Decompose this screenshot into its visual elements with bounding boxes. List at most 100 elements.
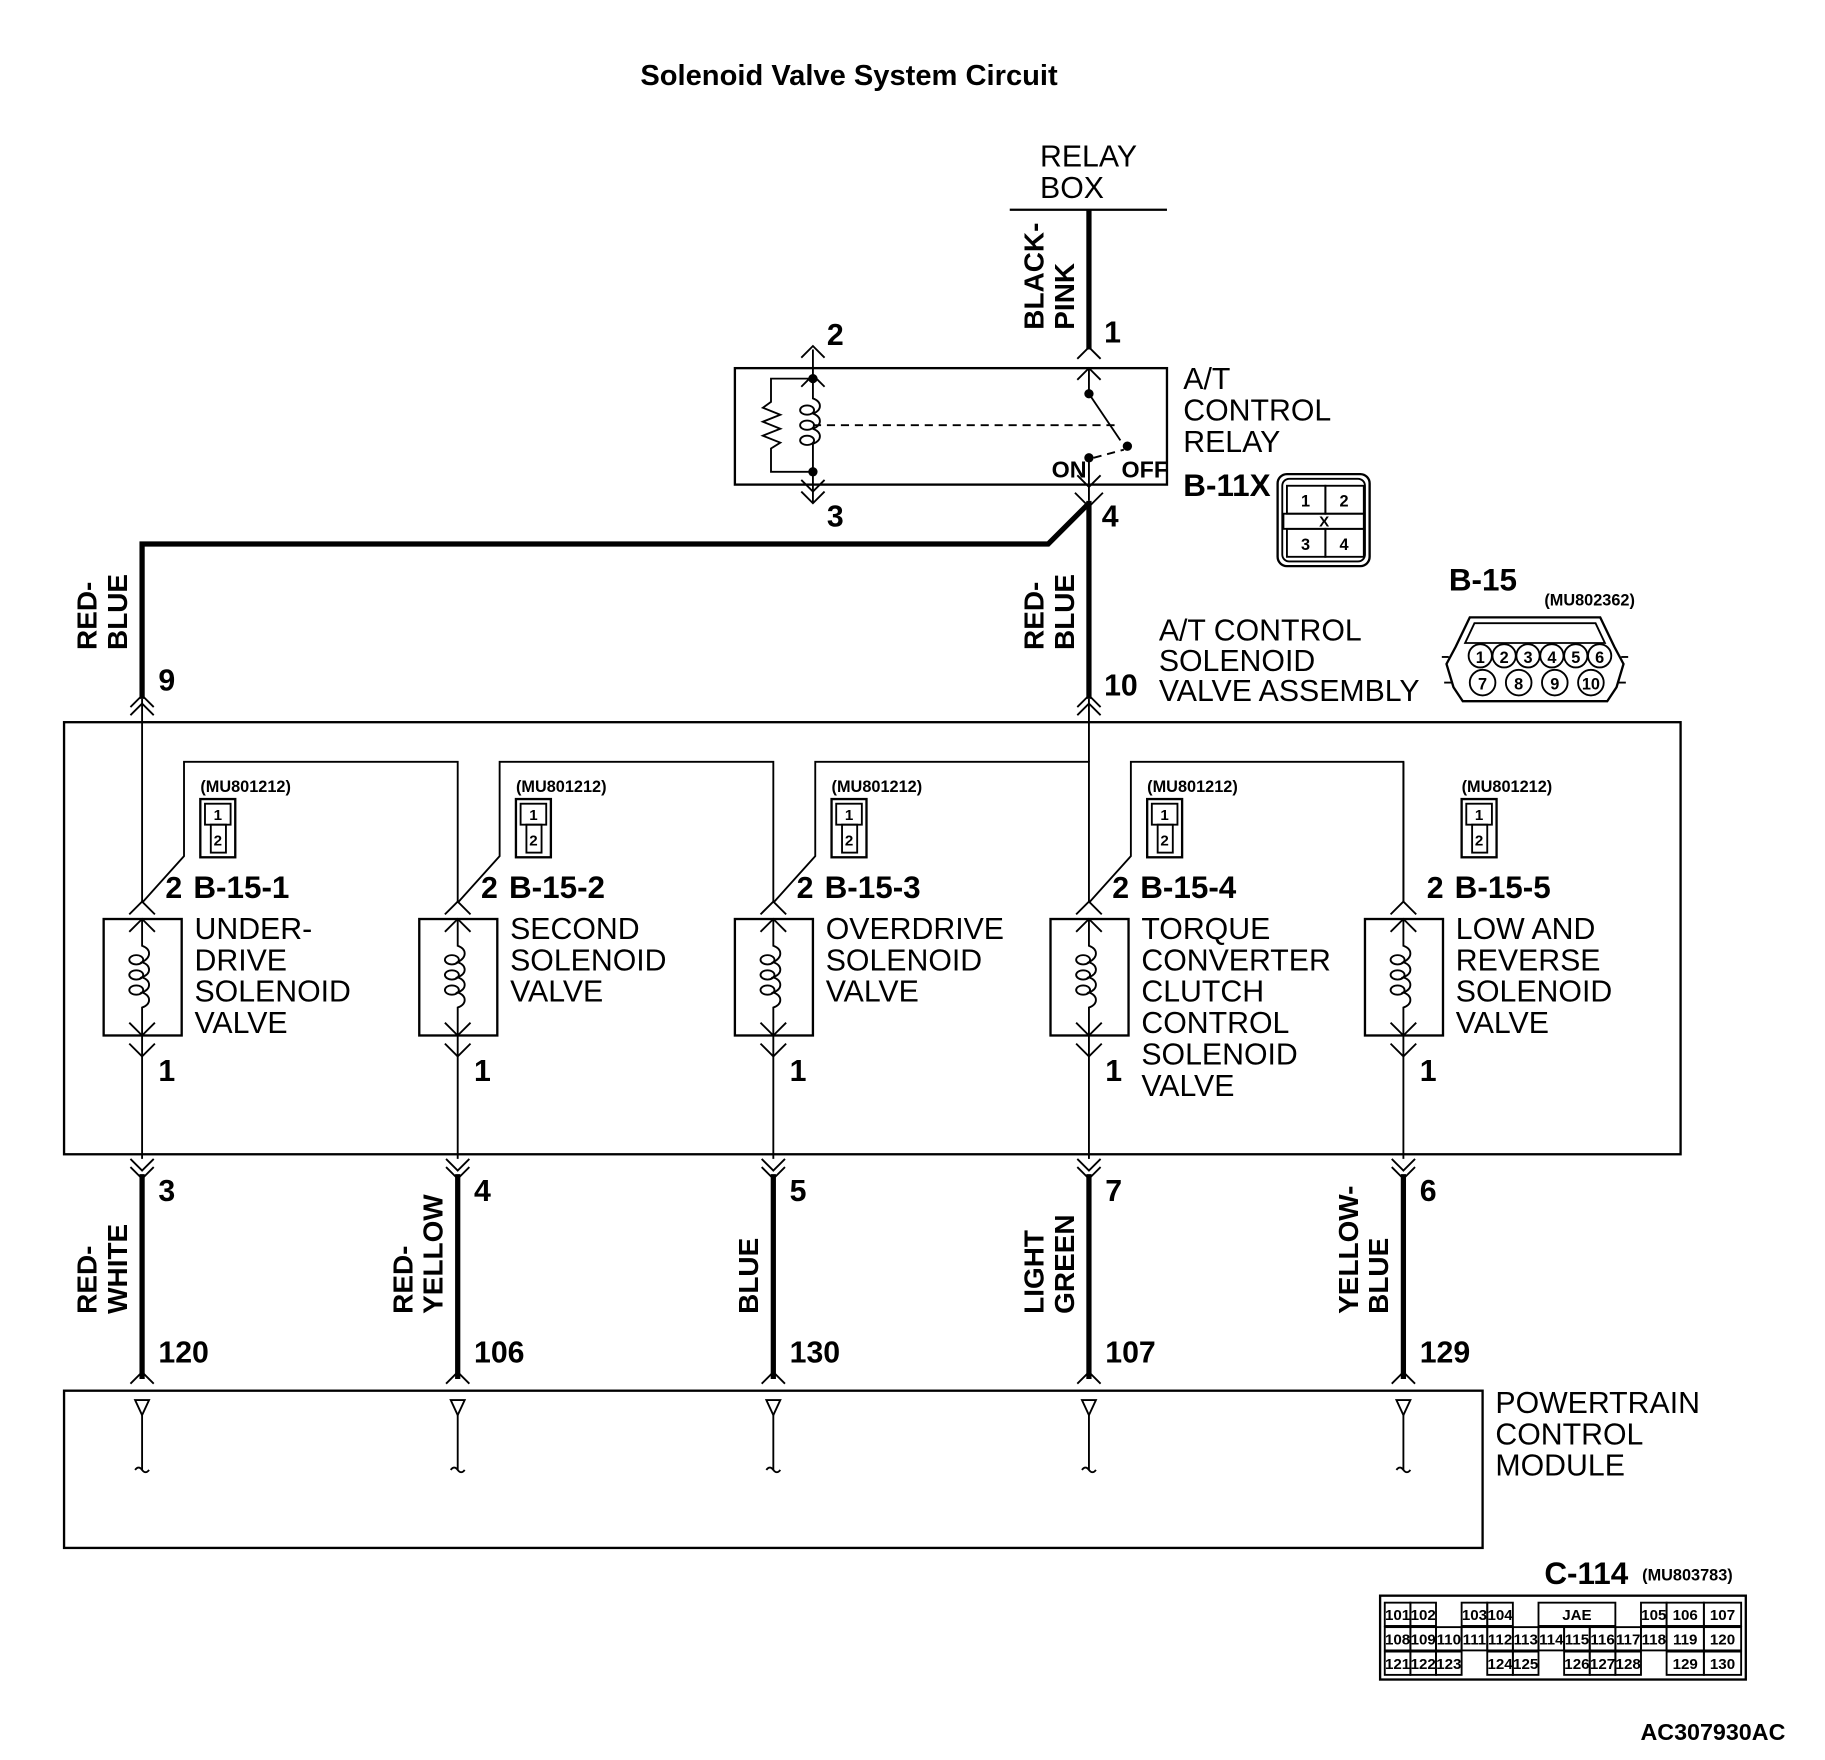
relay-label-line3: RELAY [1183,426,1280,459]
solenoid-name-line: SOLENOID [194,976,350,1009]
solenoid-name-line: SOLENOID [1141,1039,1297,1072]
svg-text:WHITE: WHITE [102,1224,133,1314]
svg-text:1: 1 [845,807,853,824]
c114-pin-label: JAE [1562,1607,1591,1624]
solenoid-name-line: VALVE [1456,1007,1549,1040]
pcm-pin: 129 [1420,1337,1471,1370]
relay-pin-2: 2 [827,319,844,352]
solenoid-name-line: CONVERTER [1141,944,1330,977]
assembly-pin-9: 9 [158,665,175,698]
b15-pin-label: 4 [1547,649,1556,667]
c114-pin-label: 112 [1488,1632,1512,1649]
harness-branch [141,760,459,904]
relay-connector-id: B-11X [1183,468,1270,503]
wire-color-label: RED-YELLOW [387,1194,448,1314]
svg-text:2: 2 [845,833,853,850]
c114-pin-label: 107 [1710,1607,1735,1624]
diagram-title: Solenoid Valve System Circuit [640,60,1058,92]
pcm-pin: 107 [1105,1337,1156,1370]
switch-off-label: OFF [1122,457,1169,483]
solenoid-pin-bottom: 1 [1420,1055,1437,1088]
svg-text:4: 4 [1339,536,1348,554]
c114-pin-label: 114 [1539,1632,1564,1649]
solenoid-connector-icon [514,797,553,859]
c114-pin-label: 129 [1673,1656,1698,1673]
assembly-out-pin: 6 [1420,1175,1437,1208]
c114-cell [1435,1650,1463,1676]
solenoid-connector-id: B-15-3 [825,870,921,905]
relay-label-line1: A/T [1183,363,1230,396]
solenoid-connector-icon [1460,797,1498,859]
svg-text:YELLOW-: YELLOW- [1333,1186,1364,1314]
solenoid-pin-bottom: 1 [790,1055,807,1088]
b15-pin-label: 8 [1514,676,1523,694]
c114-cell [1702,1626,1743,1652]
c114-pin-label: 120 [1710,1632,1735,1649]
solenoid-part-number: (MU801212) [516,778,607,796]
b15-pin-label: 1 [1476,649,1485,667]
solenoid-valve-assembly-box [62,721,1682,1156]
wire-color-label: YELLOW-BLUE [1333,1186,1394,1314]
pcm-pin: 130 [790,1337,841,1370]
b15-pin-label: 2 [1500,649,1509,667]
b15-pin-label: 3 [1523,649,1532,667]
svg-text:LIGHT: LIGHT [1019,1230,1050,1314]
b15-pin-label: 7 [1478,676,1487,694]
b15-pin-9 [1541,668,1569,697]
b15-pin-10 [1577,668,1605,697]
svg-text:PINK: PINK [1049,263,1080,330]
solenoid-part-number: (MU801212) [832,778,923,796]
b15-pin-label: 10 [1582,676,1600,694]
solenoid-pin-bottom: 1 [474,1055,491,1088]
relay-pin-3: 3 [827,501,844,534]
c114-pin-label: 108 [1385,1632,1410,1649]
solenoid-name-line: OVERDRIVE [826,913,1004,946]
svg-text:RED-: RED- [72,582,103,650]
b15-pin-8 [1504,668,1533,697]
solenoid-connector-icon [830,797,868,859]
c114-cell [1537,1601,1617,1627]
c114-pin-label: 121 [1385,1656,1410,1673]
wire-label-red-blue-left: RED- BLUE [72,574,133,650]
solenoid-pin-bottom: 1 [1105,1055,1122,1088]
pcm-pin: 106 [474,1337,525,1370]
solenoid-pin-bottom: 1 [158,1055,175,1088]
c114-cell [1409,1601,1437,1627]
c114-part-number: (MU803783) [1642,1567,1733,1585]
solenoid-name-line: SOLENOID [510,944,666,977]
svg-text:BLUE: BLUE [1049,574,1080,650]
c114-pin-label: 113 [1513,1632,1537,1649]
assembly-pin-10: 10 [1104,669,1138,702]
pcm-terminal-icon [133,1399,151,1418]
b15-part-number: (MU802362) [1544,592,1635,610]
solenoid-connector-id: B-15-2 [509,870,605,905]
b15-pin-6 [1587,643,1613,669]
c114-pin-label: 106 [1673,1607,1698,1624]
relay-box: RELAY BOX [1009,141,1167,211]
c114-pin-label: 111 [1463,1632,1487,1649]
svg-text:RED-: RED- [72,1246,103,1314]
wire-label-red-blue-right: RED- BLUE [1019,574,1080,650]
harness-branch [772,760,1090,904]
c114-cell [1511,1650,1540,1676]
solenoid-connector-id: B-15-5 [1455,870,1551,905]
c114-pin-label: 125 [1513,1656,1538,1673]
svg-text:2: 2 [1475,833,1483,850]
solenoid-name-line: LOW AND [1456,913,1596,946]
pcm-label-line1: POWERTRAIN [1495,1387,1700,1420]
pcm-label-line2: CONTROL [1495,1418,1643,1451]
solenoid-pin-top: 2 [797,872,814,905]
b15-connector-id: B-15 [1449,563,1517,598]
solenoid-part-number: (MU801212) [1462,778,1553,796]
b15-pin-label: 6 [1595,649,1604,667]
solenoid-name-line: CONTROL [1141,1007,1289,1040]
b15-pin-label: 9 [1550,676,1559,694]
harness-branch [457,760,775,904]
svg-text:X: X [1319,514,1329,531]
solenoid-name-line: REVERSE [1456,944,1601,977]
